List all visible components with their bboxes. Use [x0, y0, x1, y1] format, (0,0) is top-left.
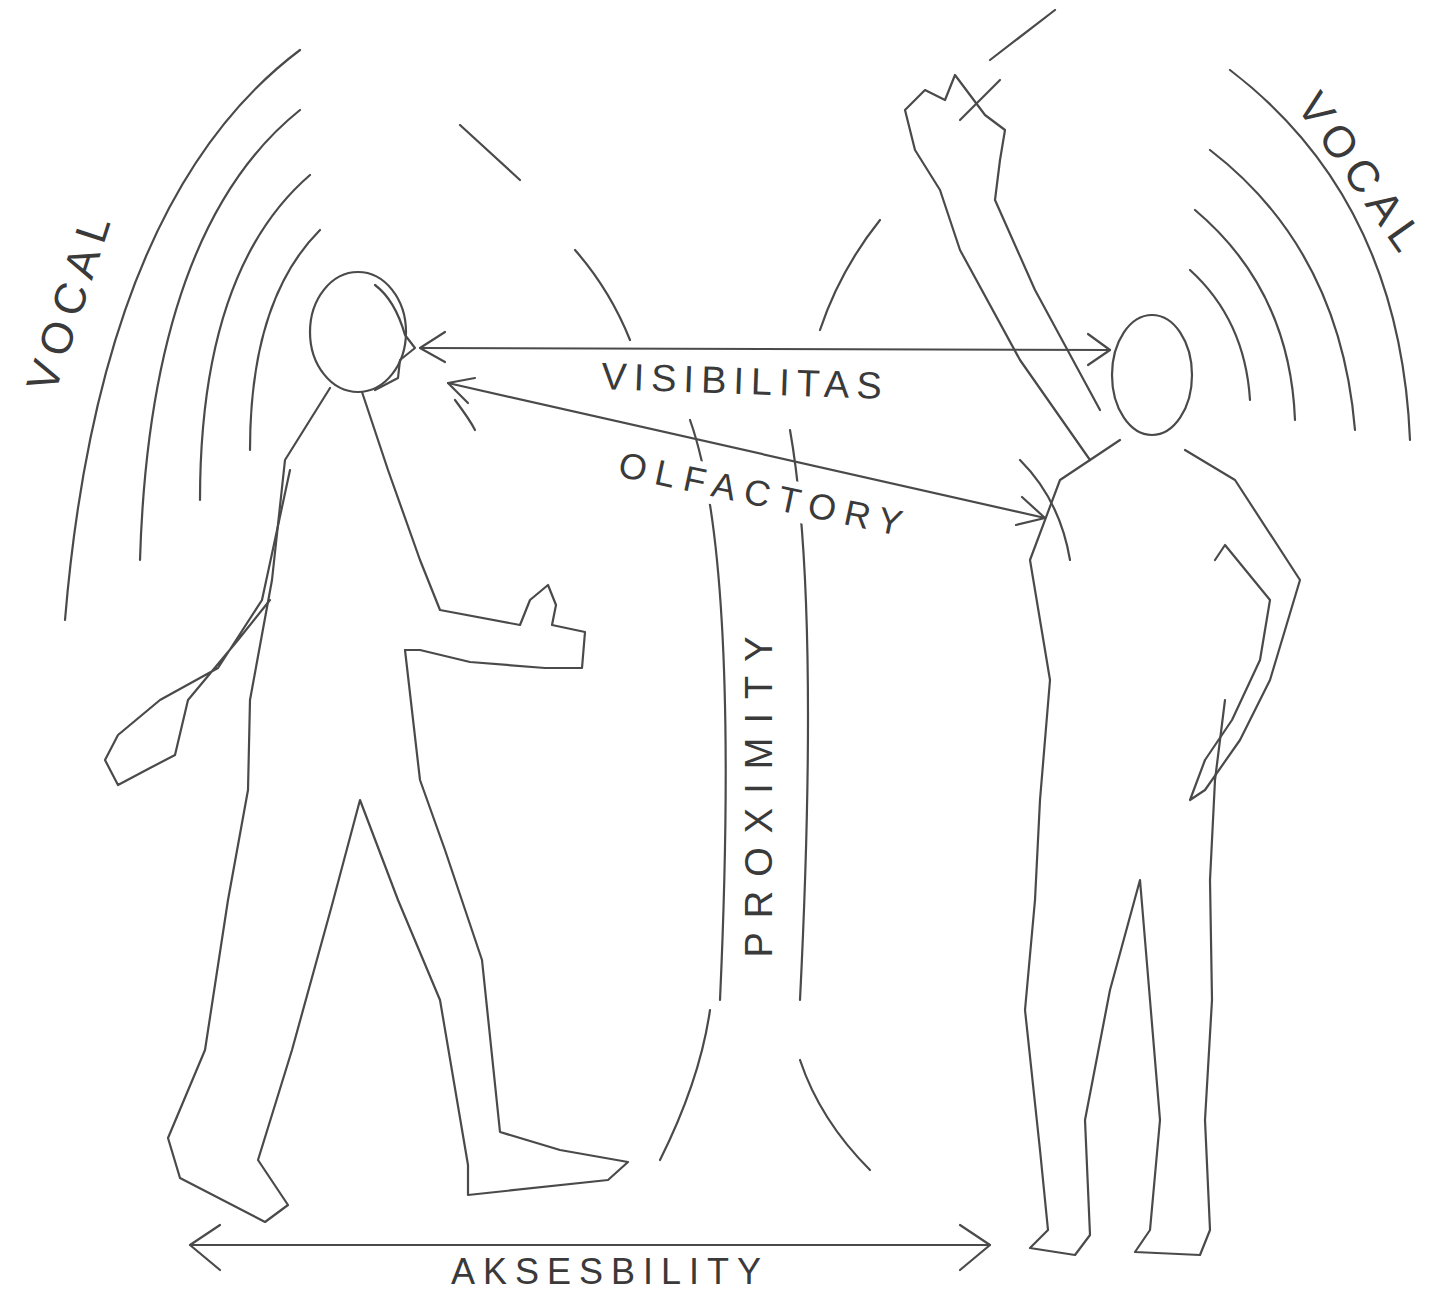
vocal-label: VOCAL: [1286, 81, 1438, 269]
vocal-waves-left: [65, 50, 320, 620]
proximity-zone-arcs: [455, 10, 1070, 1170]
visibilitas-label: VISIBILITAS: [598, 356, 893, 408]
aksesbility-label: AKSESBILITY: [448, 1252, 772, 1292]
person-walking: [105, 272, 628, 1222]
visibilitas-arrow: [420, 332, 1110, 365]
proximity-label: PROXIMITY: [739, 619, 781, 960]
olfactory-label: OLFACTORY: [612, 444, 917, 546]
person-waving: [905, 75, 1300, 1255]
